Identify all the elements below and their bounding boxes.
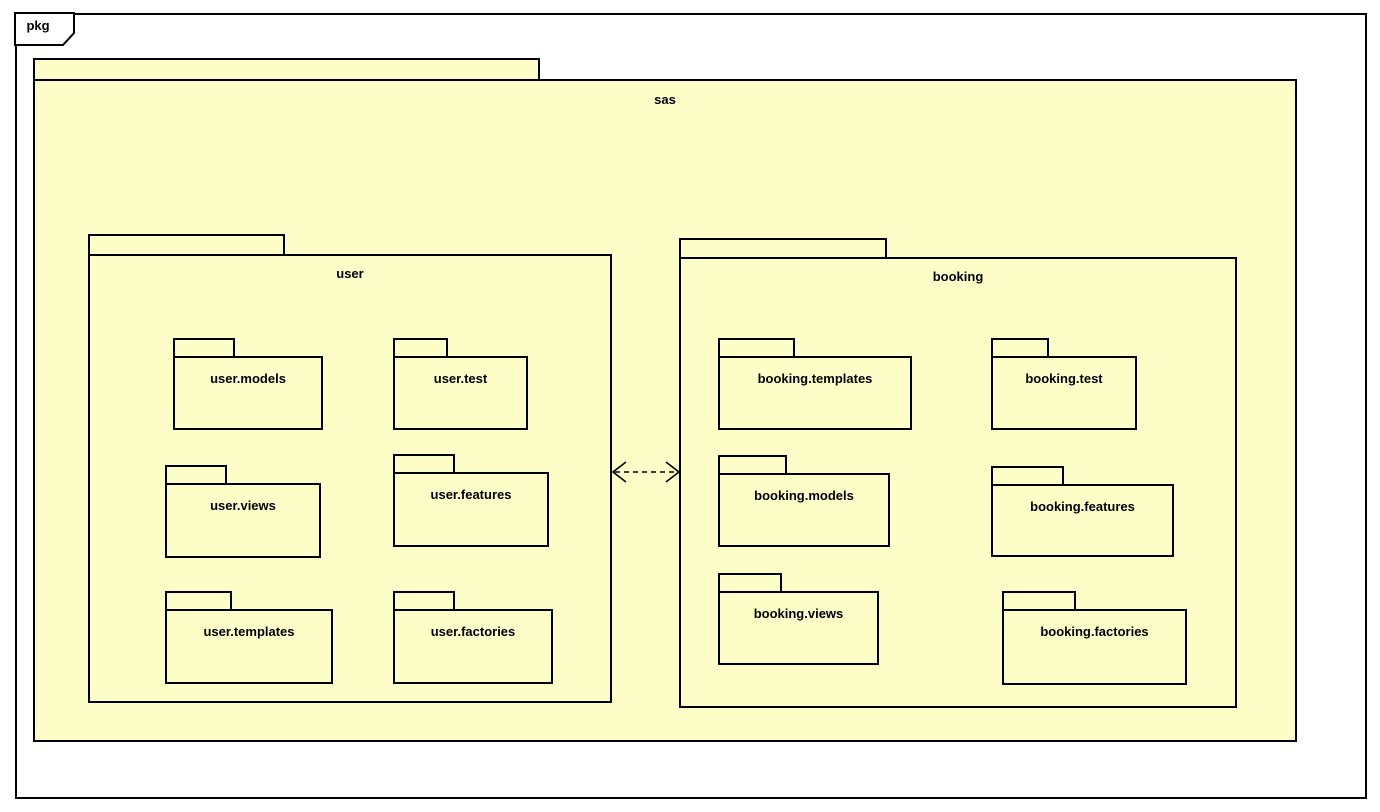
frame-tab-label: pkg bbox=[26, 18, 50, 33]
package-booking-test-body: booking.test bbox=[991, 356, 1137, 430]
package-booking-views-tab bbox=[718, 573, 782, 591]
package-sas-label: sas bbox=[654, 92, 676, 107]
package-sas-tab bbox=[33, 58, 540, 79]
package-user-tab bbox=[88, 234, 285, 254]
package-booking-models-tab bbox=[718, 455, 787, 473]
package-booking-factories-body: booking.factories bbox=[1002, 609, 1187, 685]
frame-tab bbox=[13, 11, 77, 47]
package-user-factories-body: user.factories bbox=[393, 609, 553, 684]
package-user-features-label: user.features bbox=[430, 487, 512, 502]
package-booking-features-label: booking.features bbox=[1030, 499, 1135, 514]
package-user-test-tab bbox=[393, 338, 448, 356]
package-booking-tab bbox=[679, 238, 887, 257]
package-booking-templates-label: booking.templates bbox=[757, 371, 873, 386]
package-booking-factories-label: booking.factories bbox=[1040, 624, 1149, 639]
package-user-views-tab bbox=[165, 465, 227, 483]
package-booking-label: booking bbox=[932, 269, 984, 284]
package-booking-features-tab bbox=[991, 466, 1064, 484]
package-booking-features-body: booking.features bbox=[991, 484, 1174, 557]
dependency-arrow-user-booking[interactable] bbox=[608, 458, 684, 486]
package-booking-views-label: booking.views bbox=[753, 606, 844, 621]
package-user-label: user bbox=[336, 266, 364, 281]
package-booking-test-label: booking.test bbox=[1025, 371, 1103, 386]
package-user-models-tab bbox=[173, 338, 235, 356]
package-user-factories-tab bbox=[393, 591, 455, 609]
package-user-features-tab bbox=[393, 454, 455, 472]
package-booking-models-label: booking.models bbox=[754, 488, 854, 503]
package-user-test-label: user.test bbox=[433, 371, 488, 386]
package-user-templates-body: user.templates bbox=[165, 609, 333, 684]
double-arrow-icon bbox=[611, 461, 681, 483]
package-user-views-label: user.views bbox=[210, 498, 276, 513]
package-user-models-body: user.models bbox=[173, 356, 323, 430]
package-user-test-body: user.test bbox=[393, 356, 528, 430]
package-booking-factories-tab bbox=[1002, 591, 1076, 609]
frame-tab-shape bbox=[14, 12, 75, 46]
package-booking-views-body: booking.views bbox=[718, 591, 879, 665]
package-booking-templates-tab bbox=[718, 338, 795, 356]
package-user-views-body: user.views bbox=[165, 483, 321, 558]
package-booking-test-tab bbox=[991, 338, 1049, 356]
package-user-models-label: user.models bbox=[210, 371, 286, 386]
package-user-features-body: user.features bbox=[393, 472, 549, 547]
package-user-factories-label: user.factories bbox=[430, 624, 516, 639]
package-booking-models-body: booking.models bbox=[718, 473, 890, 547]
package-user-templates-label: user.templates bbox=[203, 624, 295, 639]
package-booking-templates-body: booking.templates bbox=[718, 356, 912, 430]
package-user-templates-tab bbox=[165, 591, 232, 609]
